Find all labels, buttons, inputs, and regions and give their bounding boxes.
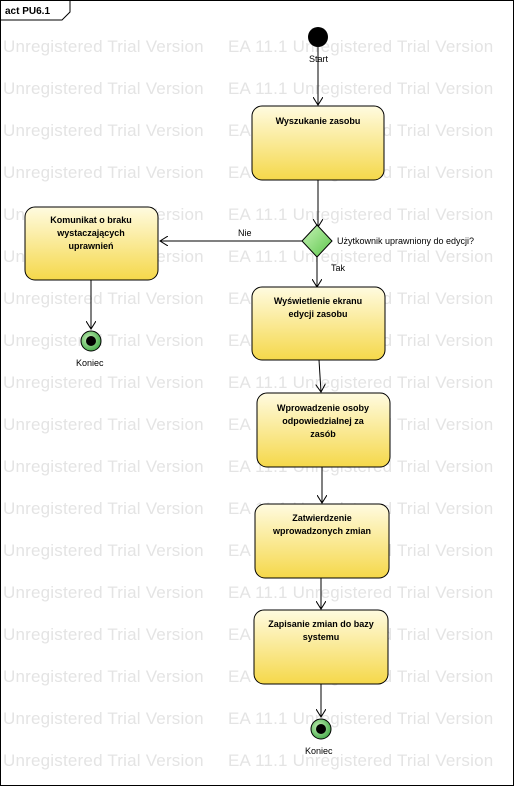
activity-show-edit[interactable]: Wyświetlenie ekranu edycji zasobu	[251, 286, 386, 361]
decision-node[interactable]	[301, 224, 333, 258]
activity-confirm-line-1: Zatwierdzenie	[292, 513, 352, 523]
activity-save-line-1: Zapisanie zmian do bazy	[268, 619, 374, 629]
end-left-label: Koniec	[76, 358, 104, 368]
activity-no-permission[interactable]: Komunikat o braku wystaczających uprawni…	[24, 206, 159, 281]
start-label: Start	[309, 54, 329, 64]
activity-enter-person-line-3: zasób	[310, 429, 336, 439]
decision-no-label: Nie	[238, 228, 252, 238]
start-node[interactable]	[308, 27, 328, 47]
activity-save[interactable]: Zapisanie zmian do bazy systemu	[253, 609, 389, 685]
activity-save-line-2: systemu	[303, 632, 340, 642]
activity-confirm[interactable]: Zatwierdzenie wprowadzonych zmian	[254, 503, 390, 579]
decision-yes-label: Tak	[331, 263, 346, 273]
frame-title: act PU6.1	[5, 6, 50, 17]
activity-show-edit-line-2: edycji zasobu	[288, 309, 347, 319]
activity-show-edit-line-1: Wyświetlenie ekranu	[274, 296, 362, 306]
activity-enter-person-line-2: odpowiedzialnej za	[282, 416, 365, 426]
activity-search-label: Wyszukanie zasobu	[276, 116, 361, 126]
activity-no-permission-line-2: wystaczających	[56, 228, 125, 238]
frame-tab	[0, 0, 71, 21]
activity-confirm-line-2: wprowadzonych zmian	[272, 526, 371, 536]
end-node-left[interactable]	[80, 330, 102, 352]
activity-no-permission-line-3: uprawnień	[68, 241, 113, 251]
end-bottom-label: Koniec	[305, 746, 333, 756]
activity-no-permission-line-1: Komunikat o braku	[50, 215, 132, 225]
activity-enter-person-line-1: Wprowadzenie osoby	[277, 403, 369, 413]
end-node-bottom[interactable]	[310, 718, 332, 740]
activity-search[interactable]: Wyszukanie zasobu	[251, 105, 385, 181]
flow-show-edit-to-enter	[319, 359, 321, 392]
decision-question: Użytkownik uprawniony do edycji?	[337, 236, 474, 246]
activity-enter-person[interactable]: Wprowadzenie osoby odpowiedzialnej za za…	[256, 392, 391, 468]
